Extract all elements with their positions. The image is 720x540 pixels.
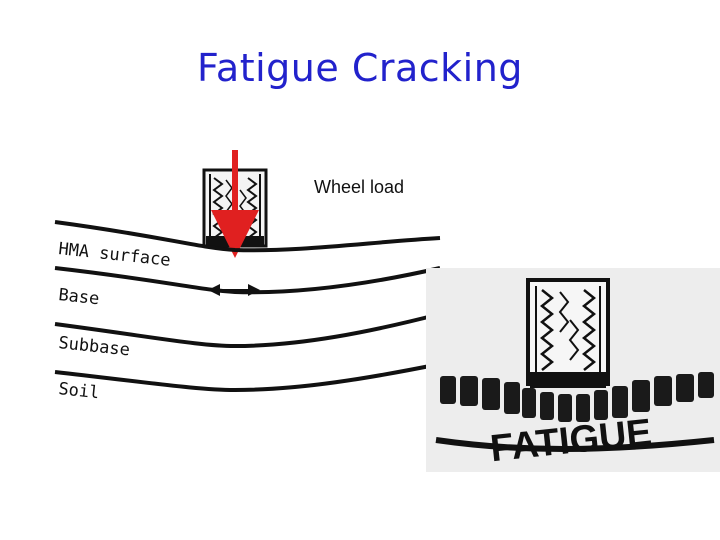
soil-line <box>54 362 441 393</box>
layer-label-base: Base <box>57 285 100 309</box>
layer-label-soil: Soil <box>57 379 100 403</box>
layer-label-subbase: Subbase <box>57 333 130 360</box>
slide-title: Fatigue Cracking <box>197 46 523 90</box>
base-line <box>54 266 441 295</box>
layer-label-hma: HMA surface <box>57 239 171 271</box>
hma-surface-line <box>54 220 441 253</box>
subbase-line <box>54 312 441 349</box>
fatigue-photo: FATIGUE <box>426 268 720 472</box>
wheel-load-label: Wheel load <box>314 177 404 197</box>
